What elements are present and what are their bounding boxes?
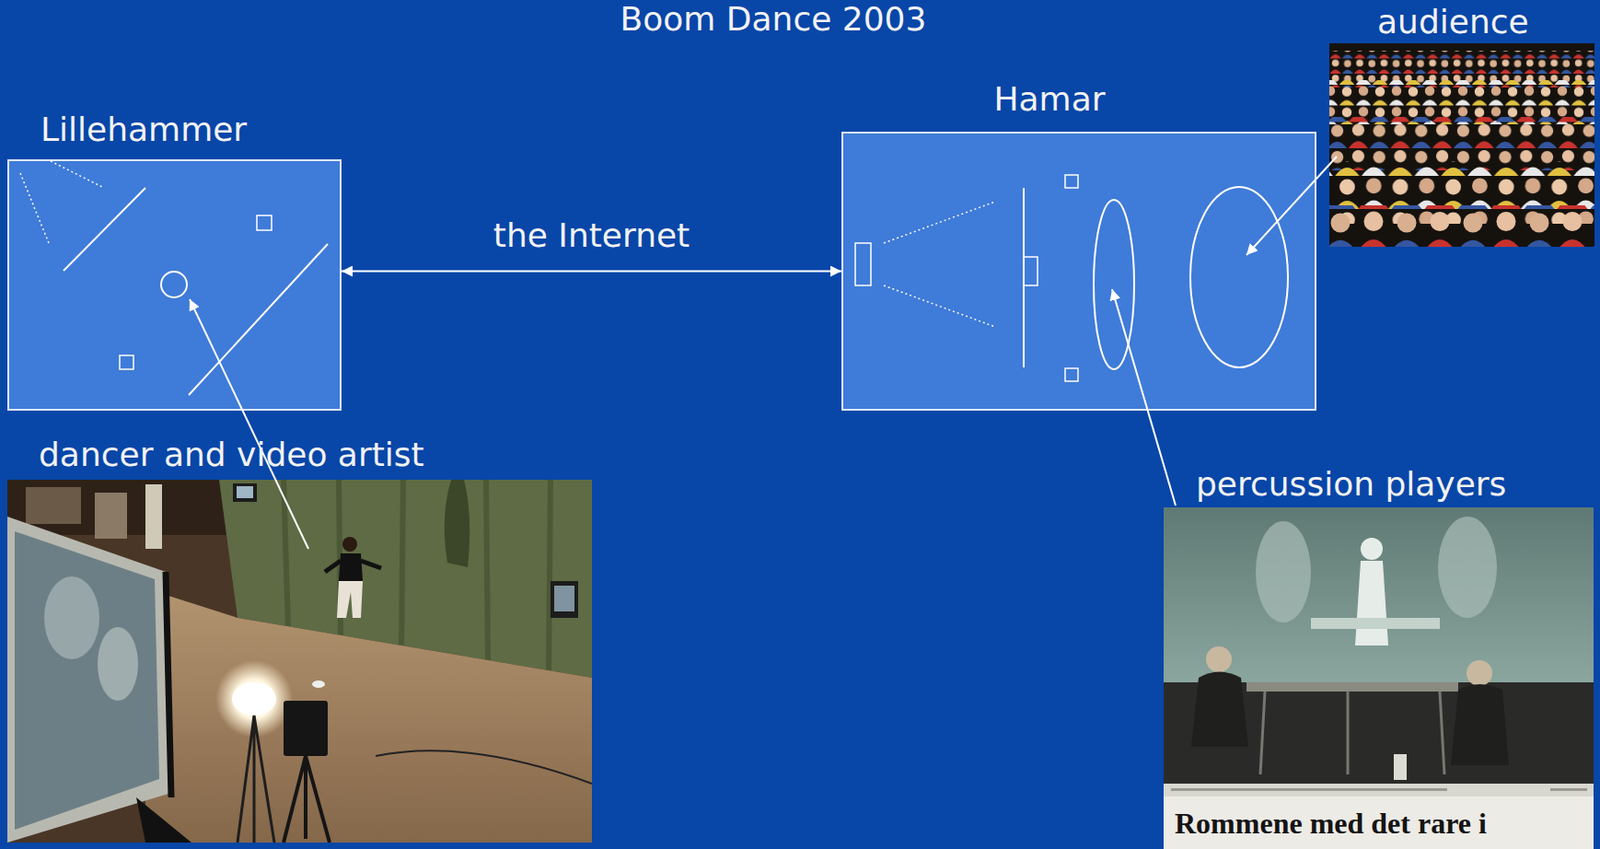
equipment xyxy=(25,486,82,524)
monitor xyxy=(232,483,257,502)
photo-caption: dancer and video artist xyxy=(38,435,425,474)
player-head xyxy=(1205,646,1232,673)
screen-frame xyxy=(165,571,172,798)
marimba xyxy=(1246,682,1459,692)
room-box: Lillehammer xyxy=(7,159,342,411)
dancer-trousers xyxy=(336,580,363,618)
projected-player xyxy=(1255,521,1311,623)
dancer-head xyxy=(342,536,358,552)
projected-dancer-head xyxy=(1360,537,1383,560)
room-name: Hamar xyxy=(843,80,1256,118)
dancer-torso xyxy=(338,553,363,581)
monitor xyxy=(550,580,579,618)
dancer-shadow xyxy=(444,479,470,568)
player-head xyxy=(1466,660,1493,686)
floor xyxy=(145,588,592,843)
photo-caption: audience xyxy=(1377,2,1530,41)
ladder xyxy=(145,484,163,549)
room-box: Hamar xyxy=(841,131,1317,411)
paper-scrap xyxy=(312,680,325,688)
caption-strip xyxy=(1163,783,1594,797)
audience-row xyxy=(1329,205,1595,247)
audience-photo xyxy=(1329,43,1595,247)
percussion-photo xyxy=(1163,507,1594,849)
music-stand xyxy=(1393,753,1407,780)
projected-image xyxy=(14,531,160,830)
room-name: Lillehammer xyxy=(40,110,247,149)
player-body xyxy=(1191,672,1249,748)
photo-background xyxy=(7,479,592,843)
dancer-arms xyxy=(324,560,382,572)
newspaper-paper xyxy=(1163,796,1594,849)
network-link xyxy=(341,270,842,273)
projected-figure xyxy=(44,576,100,660)
projected-player xyxy=(1437,516,1497,618)
projection-screen xyxy=(7,516,172,843)
diagram-title: Boom Dance 2003 xyxy=(0,0,1547,38)
projection xyxy=(1163,507,1594,683)
link-label: the Internet xyxy=(315,216,869,255)
caption-print xyxy=(1550,788,1588,791)
photo-caption: percussion players xyxy=(1195,464,1507,503)
equipment xyxy=(94,492,128,539)
newspaper-headline: Rommene med det rare i xyxy=(1174,806,1487,841)
monitor-screen xyxy=(554,585,575,612)
speaker-stand xyxy=(283,755,330,843)
projected-figure xyxy=(97,626,139,701)
dancer-photo xyxy=(7,479,592,843)
cable xyxy=(375,750,592,784)
monitor-screen xyxy=(236,486,254,499)
projected-instrument xyxy=(1310,617,1440,629)
photo-background xyxy=(1163,507,1594,849)
player-body xyxy=(1450,684,1509,766)
instrument-stand xyxy=(1260,691,1445,775)
screen-stand xyxy=(136,797,192,843)
stage-light xyxy=(231,682,277,716)
photo-background xyxy=(1329,43,1595,247)
projected-dancer xyxy=(1355,560,1389,646)
caption-print xyxy=(1171,788,1448,791)
light-stand xyxy=(237,715,275,843)
speaker xyxy=(283,700,328,756)
